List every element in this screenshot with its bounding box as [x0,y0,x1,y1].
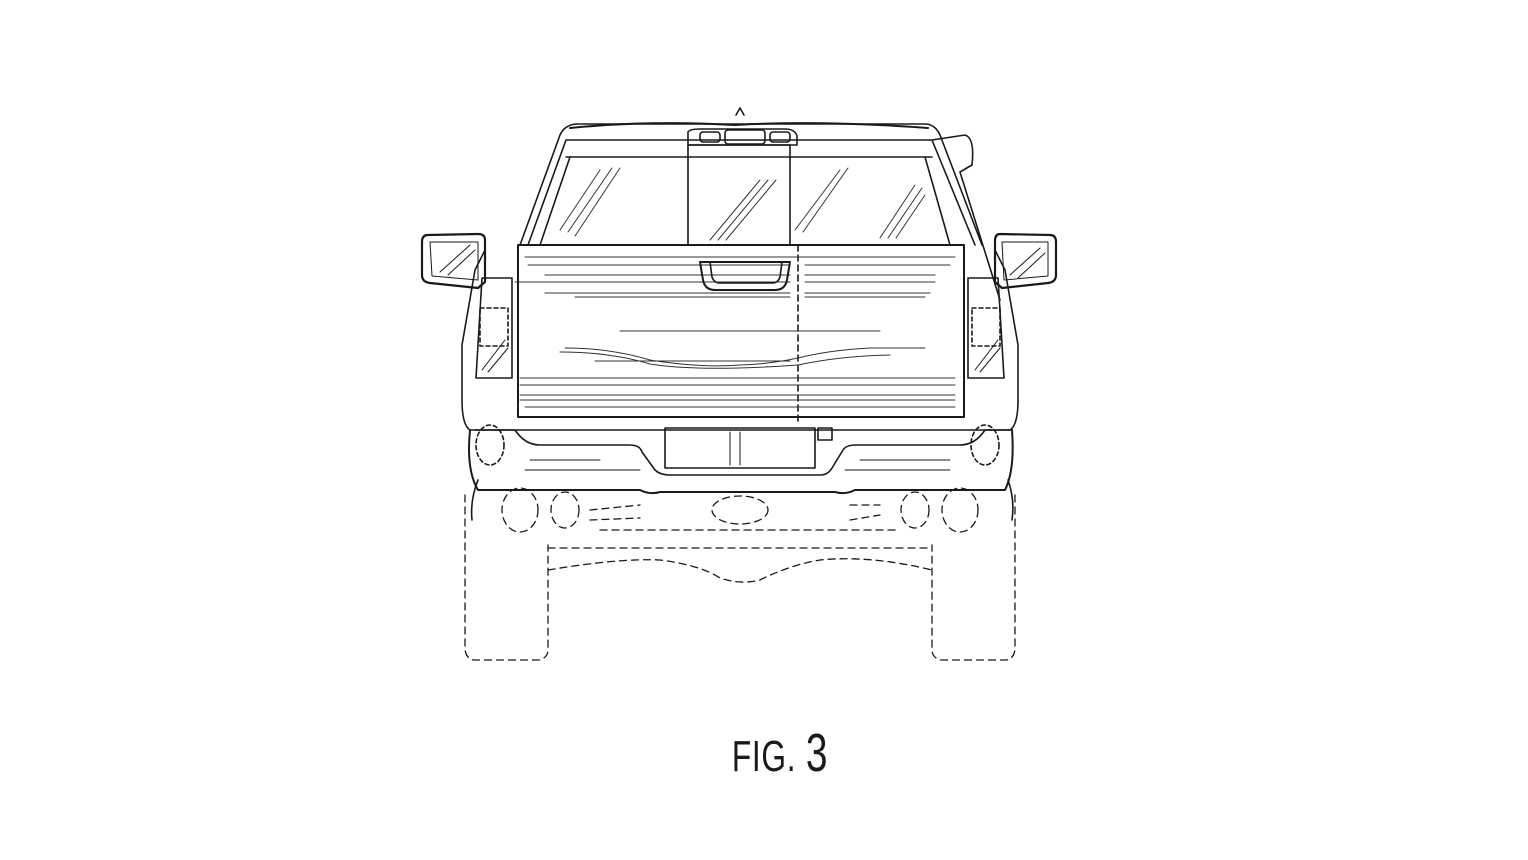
left-taillight [475,277,513,379]
figure-label-number: 3 [805,723,829,783]
figure-label: FIG. 3 [722,722,837,784]
hidden-undercarriage [464,487,1016,661]
cab-outline [519,122,1001,301]
third-brake-light [687,107,798,146]
tailgate-handle [699,261,791,291]
tailgate [514,244,965,426]
right-taillight [967,277,1005,379]
body-sides [461,249,1019,431]
right-side-mirror [993,232,1058,290]
rear-window [539,144,951,246]
figure-label-prefix: FIG. [731,732,797,781]
left-side-mirror [420,232,487,290]
rear-bumper [468,424,1014,521]
